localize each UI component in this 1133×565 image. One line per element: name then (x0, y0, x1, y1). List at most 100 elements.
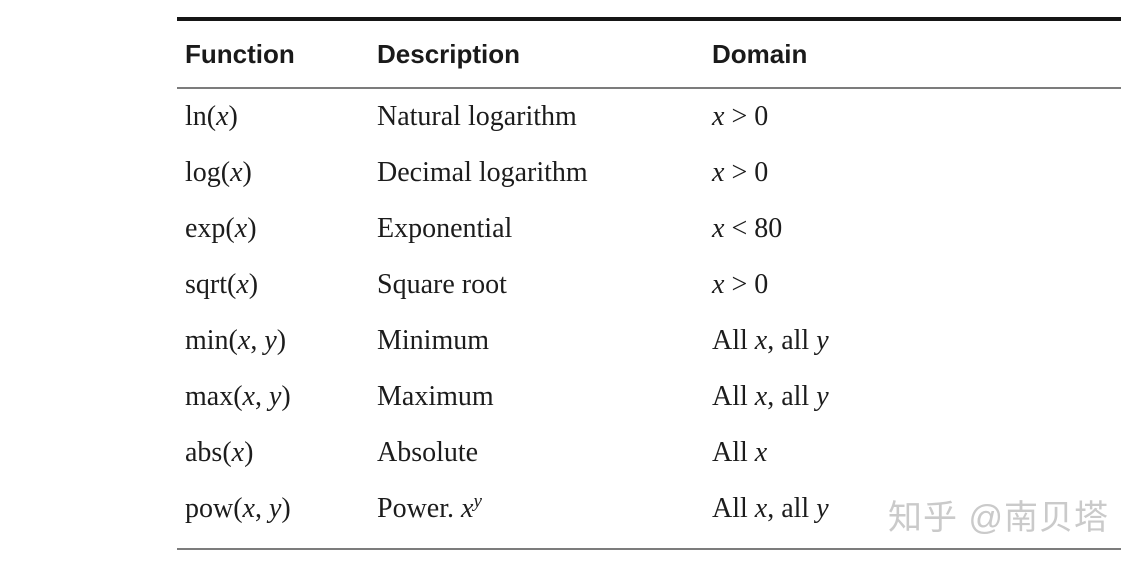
function-cell: max(x, y) (177, 381, 377, 413)
text-segment: y (268, 493, 282, 524)
text-segment: max( (185, 381, 243, 412)
text-segment: x (712, 101, 725, 132)
text-segment: ) (281, 381, 291, 412)
domain-cell: All x, all y (712, 493, 1121, 525)
function-cell: pow(x, y) (177, 493, 377, 525)
text-segment: x (712, 213, 725, 244)
text-segment: Natural logarithm (377, 101, 577, 132)
domain-cell: x > 0 (712, 269, 1121, 301)
text-segment: ) (247, 213, 257, 244)
domain-cell: All x (712, 437, 1121, 469)
text-segment: < 80 (724, 213, 783, 244)
function-cell: log(x) (177, 157, 377, 189)
description-cell: Exponential (377, 213, 712, 245)
table-row: pow(x, y) Power. xy All x, all y (177, 481, 1121, 537)
function-cell: ln(x) (177, 101, 377, 133)
description-cell: Natural logarithm (377, 101, 712, 133)
table-row: log(x) Decimal logarithm x > 0 (177, 145, 1121, 201)
text-segment: x (754, 437, 768, 468)
text-segment: x (216, 101, 229, 132)
text-segment: All (712, 437, 755, 468)
text-segment: x (242, 381, 255, 412)
text-segment: , (254, 493, 269, 524)
table-row: exp(x) Exponential x < 80 (177, 201, 1121, 257)
text-segment: > 0 (724, 157, 769, 188)
text-segment: x (754, 381, 768, 412)
text-segment: x (230, 157, 243, 188)
text-segment: y (816, 381, 829, 412)
text-segment: x (237, 325, 251, 356)
table-row: min(x, y) Minimum All x, all y (177, 313, 1121, 369)
text-segment: ) (228, 101, 238, 132)
text-segment: ) (276, 325, 287, 356)
text-segment: , all (767, 325, 817, 356)
text-segment: x (754, 325, 768, 356)
text-segment: abs( (185, 437, 232, 468)
text-segment: , all (767, 381, 817, 412)
table-header-row: Function Description Domain (177, 21, 1121, 89)
text-segment: ) (281, 493, 291, 524)
function-cell: min(x, y) (177, 325, 377, 357)
domain-cell: x > 0 (712, 101, 1121, 133)
text-segment: All (712, 381, 755, 412)
text-segment: y (473, 490, 482, 512)
header-description: Description (377, 38, 521, 69)
text-segment: x (242, 493, 255, 524)
text-segment: ) (244, 437, 254, 468)
domain-cell: x > 0 (712, 157, 1121, 189)
header-domain: Domain (712, 38, 808, 69)
text-segment: , all (767, 493, 817, 524)
text-segment: log( (185, 157, 231, 188)
function-cell: exp(x) (177, 213, 377, 245)
zhihu-watermark: 知乎 @南贝塔 (888, 499, 1109, 537)
text-segment: Exponential (377, 213, 513, 244)
text-segment: ln( (185, 101, 217, 132)
text-segment: pow( (185, 493, 243, 524)
text-segment: ) (248, 269, 259, 300)
table-row: ln(x) Natural logarithm x > 0 (177, 89, 1121, 145)
description-cell: Minimum (377, 325, 712, 357)
domain-cell: All x, all y (712, 325, 1121, 357)
text-segment: x (712, 269, 725, 300)
text-segment: Decimal logarithm (377, 157, 588, 188)
description-cell: Maximum (377, 381, 712, 413)
domain-cell: x < 80 (712, 213, 1121, 245)
text-segment: > 0 (724, 101, 769, 132)
text-segment: y (816, 493, 829, 524)
description-cell: Absolute (377, 437, 712, 469)
text-segment: Square root (377, 269, 507, 300)
functions-table: Function Description Domain ln(x) Natura… (177, 17, 1121, 550)
text-segment: , (250, 325, 265, 356)
description-cell: Power. xy (377, 490, 712, 525)
text-segment: x (712, 157, 725, 188)
function-cell: abs(x) (177, 437, 377, 469)
text-segment: y (816, 325, 829, 356)
text-segment: All (712, 493, 755, 524)
text-segment: x (236, 269, 249, 300)
header-function: Function (185, 38, 295, 69)
text-segment: sqrt( (185, 269, 237, 300)
description-cell: Decimal logarithm (377, 157, 712, 189)
text-segment: y (268, 381, 282, 412)
text-segment: Minimum (377, 325, 490, 356)
text-segment: exp( (185, 213, 235, 244)
function-cell: sqrt(x) (177, 269, 377, 301)
text-segment: x (461, 493, 474, 524)
table-row: max(x, y) Maximum All x, all y (177, 369, 1121, 425)
domain-cell: All x, all y (712, 381, 1121, 413)
text-segment: x (234, 213, 248, 244)
table-row: abs(x) Absolute All x (177, 425, 1121, 481)
text-segment: y (264, 325, 277, 356)
text-segment: x (754, 493, 768, 524)
text-segment: min( (185, 325, 238, 356)
text-segment: All (712, 325, 755, 356)
text-segment: > 0 (724, 269, 769, 300)
text-segment: , (254, 381, 269, 412)
text-segment: Absolute (377, 437, 479, 468)
text-segment: ) (242, 157, 252, 188)
text-segment: Power. (377, 493, 461, 524)
text-segment: x (231, 437, 245, 468)
table-row: sqrt(x) Square root x > 0 (177, 257, 1121, 313)
text-segment: Maximum (377, 381, 494, 412)
description-cell: Square root (377, 269, 712, 301)
